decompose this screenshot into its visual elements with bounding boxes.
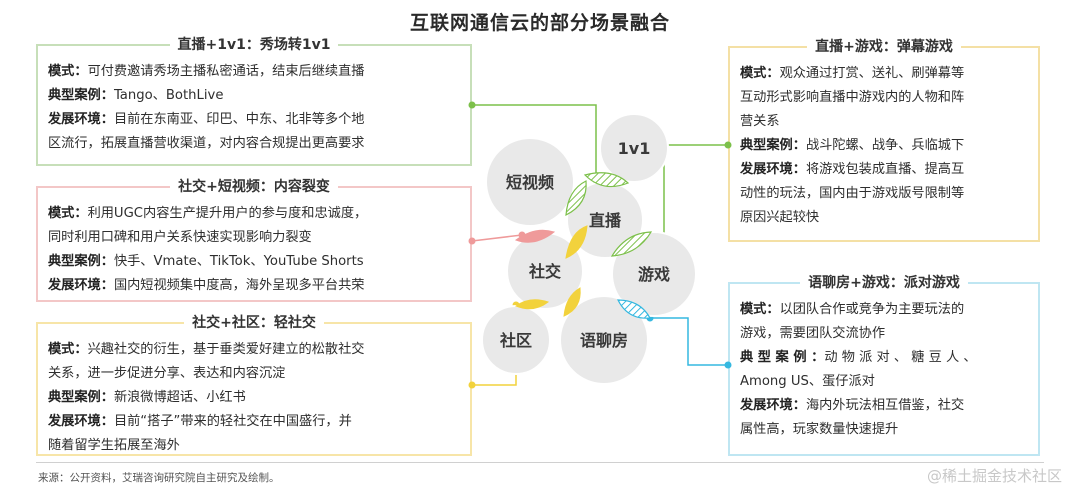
connector-dot — [468, 101, 476, 109]
case-text: Among US、蛋仔派对 — [740, 374, 875, 389]
mode-text: 同时利用口碑和用户关系快速实现影响力裂变 — [48, 230, 312, 245]
env-text: 原因兴起较快 — [740, 210, 820, 225]
env-text: 国内短视频集中度高，海外呈现多平台共荣 — [113, 278, 365, 293]
circle-label: 社交 — [528, 262, 561, 281]
case-text: 新浪微博超话、小红书 — [113, 390, 246, 405]
page-title: 互联网通信云的部分场景融合 — [409, 12, 670, 34]
leaf-live-1v1 — [583, 172, 630, 188]
leaf-live-game — [610, 231, 653, 257]
connector-social-short — [471, 234, 523, 242]
env-text: 动性的玩法，国内由于游戏版号限制等 — [740, 186, 965, 201]
leaf-short-live — [565, 180, 587, 217]
case-label: 典型案例： — [740, 138, 806, 153]
case-label: 典型案例： — [48, 390, 114, 405]
env-text: 目前“搭子”带来的轻社交在中国盛行，并 — [113, 414, 352, 429]
case-text: 快手、Vmate、TikTok、YouTube Shorts — [113, 254, 364, 269]
circle-shape — [485, 137, 575, 227]
env-label: 发展环境： — [48, 414, 114, 429]
circle-label: 游戏 — [638, 265, 670, 284]
leaf-social-community — [514, 299, 550, 310]
connector-live-1v1 — [472, 104, 597, 180]
leaf-voice-game — [617, 299, 651, 319]
env-text: 区流行，拓展直播营收渠道，对内容合规提出更高要求 — [48, 136, 365, 151]
env-label: 发展环境： — [48, 278, 114, 293]
mode-label: 模式： — [740, 302, 780, 317]
mode-text: 以团队合作或竞争为主要玩法的 — [779, 302, 965, 317]
card-heading: 社交+短视频：内容裂变 — [170, 179, 338, 195]
env-label: 发展环境： — [740, 162, 806, 177]
case-text: Tango、BothLive — [113, 88, 224, 103]
case-label: 典型案例： — [48, 88, 114, 103]
env-text: 海内外玩法相互借鉴，社交 — [805, 398, 965, 413]
connector-dot — [724, 141, 732, 149]
circle-shape — [599, 113, 669, 183]
leaf-social-voice — [563, 287, 581, 317]
connector-dot — [724, 361, 732, 369]
env-text: 目前在东南亚、印巴、中东、北非等多个地 — [113, 112, 365, 127]
card-live-game: 直播+游戏：弹幕游戏 模式：观众通过打赏、送礼、刷弹幕等 互动形式影响直播中游戏… — [728, 39, 1040, 242]
circle-label: 1v1 — [618, 139, 651, 158]
mode-label: 模式： — [48, 206, 88, 221]
mode-label: 模式： — [48, 64, 88, 79]
circle-label: 社区 — [499, 331, 532, 350]
circle-voice-room: 语聊房 — [559, 295, 649, 385]
mode-text: 互动形式影响直播中游戏内的人物和阵 — [740, 90, 965, 105]
card-heading: 直播+游戏：弹幕游戏 — [807, 39, 961, 55]
env-label: 发展环境： — [48, 112, 114, 127]
case-label: 典型案例： — [48, 254, 114, 269]
case-text: 战斗陀螺、战争、兵临城下 — [805, 138, 965, 153]
circle-game: 游戏 — [611, 231, 697, 317]
connector-dot — [468, 237, 476, 245]
mode-label: 模式： — [740, 66, 780, 81]
circle-short-video: 短视频 — [485, 137, 575, 227]
card-heading: 语聊房+游戏：派对游戏 — [800, 275, 968, 291]
circle-label: 短视频 — [506, 173, 554, 192]
circle-label: 直播 — [589, 211, 622, 230]
source-note: 来源：公开资料，艾瑞咨询研究院自主研究及绘制。 — [38, 472, 280, 484]
env-text: 随着留学生拓展至海外 — [48, 438, 180, 453]
mode-text: 可付费邀请秀场主播私密通话，结束后继续直播 — [87, 64, 365, 79]
card-social-short-video: 社交+短视频：内容裂变 模式：利用UGC内容生产提升用户的参与度和忠诚度， 同时… — [36, 179, 472, 302]
mode-text: 营关系 — [740, 114, 780, 129]
circle-community: 社区 — [481, 305, 551, 375]
circle-shape — [559, 295, 649, 385]
case-label: 典 型 案 例 ： — [740, 350, 825, 365]
circle-label: 语聊房 — [580, 331, 628, 350]
env-text: 属性高，玩家数量快速提升 — [740, 422, 899, 437]
circle-1v1: 1v1 — [599, 113, 669, 183]
watermark: @稀土掘金技术社区 — [926, 467, 1062, 485]
overlap-leaves — [514, 172, 653, 319]
connector-voice-game — [650, 317, 728, 366]
connector-dot — [468, 381, 476, 389]
env-text: 将游戏包装成直播、提高互 — [805, 162, 965, 177]
case-text: 动 物 派 对 、 糖 豆 人 、 — [824, 350, 977, 365]
mode-text: 关系，进一步促进分享、表达和内容沉淀 — [48, 366, 286, 381]
card-voice-room-game: 语聊房+游戏：派对游戏 模式：以团队合作或竞争为主要玩法的 游戏，需要团队交流协… — [728, 275, 1040, 456]
footer-divider — [36, 462, 1044, 463]
card-social-community: 社交+社区：轻社交 模式：兴趣社交的衍生，基于垂类爱好建立的松散社交 关系，进一… — [36, 315, 472, 456]
mode-text: 观众通过打赏、送礼、刷弹幕等 — [779, 66, 965, 81]
card-heading: 直播+1v1：秀场转1v1 — [169, 37, 339, 53]
circle-shape — [611, 231, 697, 317]
card-heading: 社交+社区：轻社交 — [184, 315, 324, 331]
mode-label: 模式： — [48, 342, 88, 357]
leaf-live-social — [565, 225, 588, 259]
leaf-short-social — [514, 229, 556, 243]
mode-text: 游戏，需要团队交流协作 — [740, 326, 886, 341]
mode-text: 兴趣社交的衍生，基于垂类爱好建立的松散社交 — [87, 342, 365, 357]
mode-text: 利用UGC内容生产提升用户的参与度和忠诚度， — [87, 206, 368, 221]
env-label: 发展环境： — [740, 398, 806, 413]
